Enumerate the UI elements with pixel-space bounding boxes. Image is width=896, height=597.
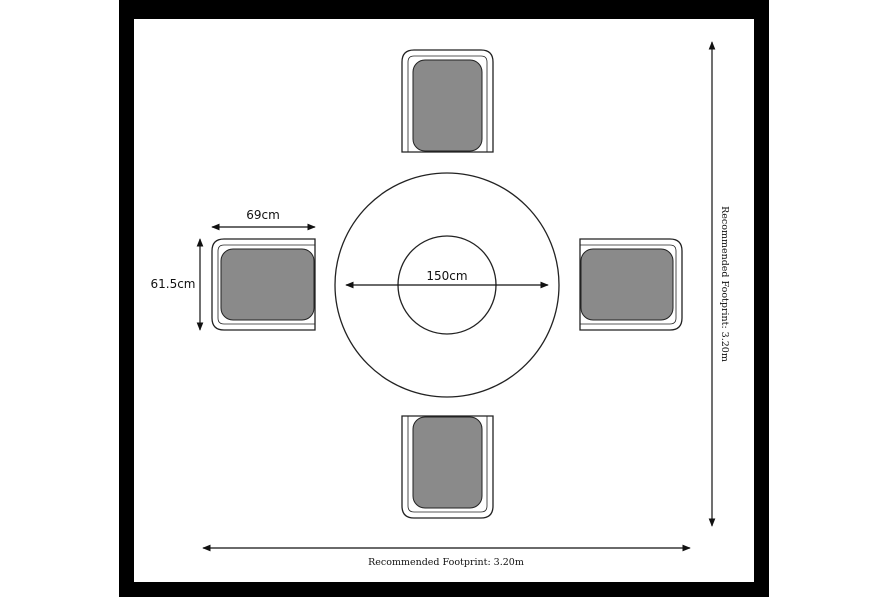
chair-right [579, 238, 683, 331]
chair-left-cushion [220, 248, 315, 321]
chair-top-cushion [412, 59, 483, 152]
chair-depth-label: 61.5cm [150, 277, 195, 291]
footprint-vertical-label: Recommended Footprint: 3.20m [719, 206, 730, 362]
chair-bottom-cushion [412, 416, 483, 509]
table-diameter-label: 150cm [426, 269, 467, 283]
chair-right-cushion [580, 248, 674, 321]
chair-top [401, 49, 494, 153]
chair-bottom [401, 415, 494, 519]
chair-left [211, 238, 316, 331]
chair-width-label: 69cm [246, 208, 280, 222]
footprint-horizontal-label: Recommended Footprint: 3.20m [368, 557, 524, 568]
